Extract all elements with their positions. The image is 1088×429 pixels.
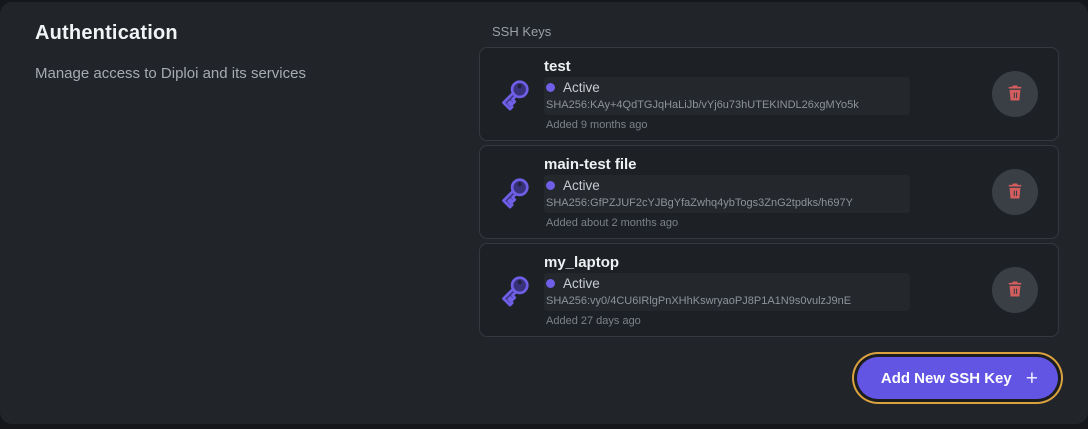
- key-added-date: Added 9 months ago: [546, 118, 648, 131]
- status-dot-icon: [546, 82, 555, 92]
- key-added-date: Added about 2 months ago: [546, 216, 679, 229]
- trash-icon: [1005, 279, 1025, 302]
- trash-icon: [1005, 83, 1025, 106]
- key-meta: Active SHA256:GfPZJUF2cYJBgYfaZwhq4ybTog…: [544, 175, 910, 213]
- add-new-ssh-key-button[interactable]: Add New SSH Key +: [856, 357, 1058, 399]
- delete-key-button[interactable]: [992, 71, 1038, 117]
- ssh-keys-list: test Active SHA256:KAy+4QdTGJqHaLiJb/vYj…: [479, 47, 1059, 337]
- key-info: main-test file Active SHA256:GfPZJUF2cYJ…: [544, 156, 992, 229]
- page-header: Authentication Manage access to Diploi a…: [35, 22, 455, 82]
- key-fingerprint: SHA256:KAy+4QdTGJqHaLiJb/vYj6u73hUTEKIND…: [546, 98, 859, 111]
- status-row: Active: [546, 276, 906, 291]
- plus-icon: +: [1025, 366, 1038, 390]
- add-key-row: Add New SSH Key +: [856, 357, 1058, 399]
- delete-key-button[interactable]: [992, 267, 1038, 313]
- page-title: Authentication: [35, 22, 178, 44]
- delete-key-button[interactable]: [992, 169, 1038, 215]
- status-dot-icon: [546, 278, 555, 288]
- status-row: Active: [546, 80, 906, 95]
- key-meta: Active SHA256:vy0/4CU6IRlgPnXHhKswryaoPJ…: [544, 273, 910, 311]
- key-icon: [496, 173, 534, 211]
- key-name: my_laptop: [544, 253, 620, 271]
- key-name: main-test file: [544, 155, 637, 173]
- page-subtitle: Manage access to Diploi and its services: [35, 65, 306, 82]
- key-info: test Active SHA256:KAy+4QdTGJqHaLiJb/vYj…: [544, 58, 992, 131]
- status-row: Active: [546, 178, 906, 193]
- key-meta: Active SHA256:KAy+4QdTGJqHaLiJb/vYj6u73h…: [544, 77, 910, 115]
- key-added-date: Added 27 days ago: [546, 314, 641, 327]
- status-badge: Active: [563, 79, 600, 95]
- key-icon: [496, 75, 534, 113]
- status-dot-icon: [546, 180, 555, 190]
- status-badge: Active: [563, 275, 600, 291]
- add-button-label: Add New SSH Key: [880, 369, 1012, 387]
- key-fingerprint: SHA256:GfPZJUF2cYJBgYfaZwhq4ybTogs3ZnG2t…: [546, 196, 853, 209]
- key-icon: [496, 271, 534, 309]
- ssh-keys-section: SSH Keys test: [479, 24, 1059, 337]
- ssh-keys-label: SSH Keys: [492, 24, 552, 39]
- key-name: test: [544, 57, 571, 75]
- ssh-key-card: test Active SHA256:KAy+4QdTGJqHaLiJb/vYj…: [479, 47, 1059, 141]
- trash-icon: [1005, 181, 1025, 204]
- ssh-key-card: my_laptop Active SHA256:vy0/4CU6IRlgPnXH…: [479, 243, 1059, 337]
- ssh-key-card: main-test file Active SHA256:GfPZJUF2cYJ…: [479, 145, 1059, 239]
- key-fingerprint: SHA256:vy0/4CU6IRlgPnXHhKswryaoPJ8P1A1N9…: [546, 294, 852, 307]
- status-badge: Active: [563, 177, 600, 193]
- key-info: my_laptop Active SHA256:vy0/4CU6IRlgPnXH…: [544, 254, 992, 327]
